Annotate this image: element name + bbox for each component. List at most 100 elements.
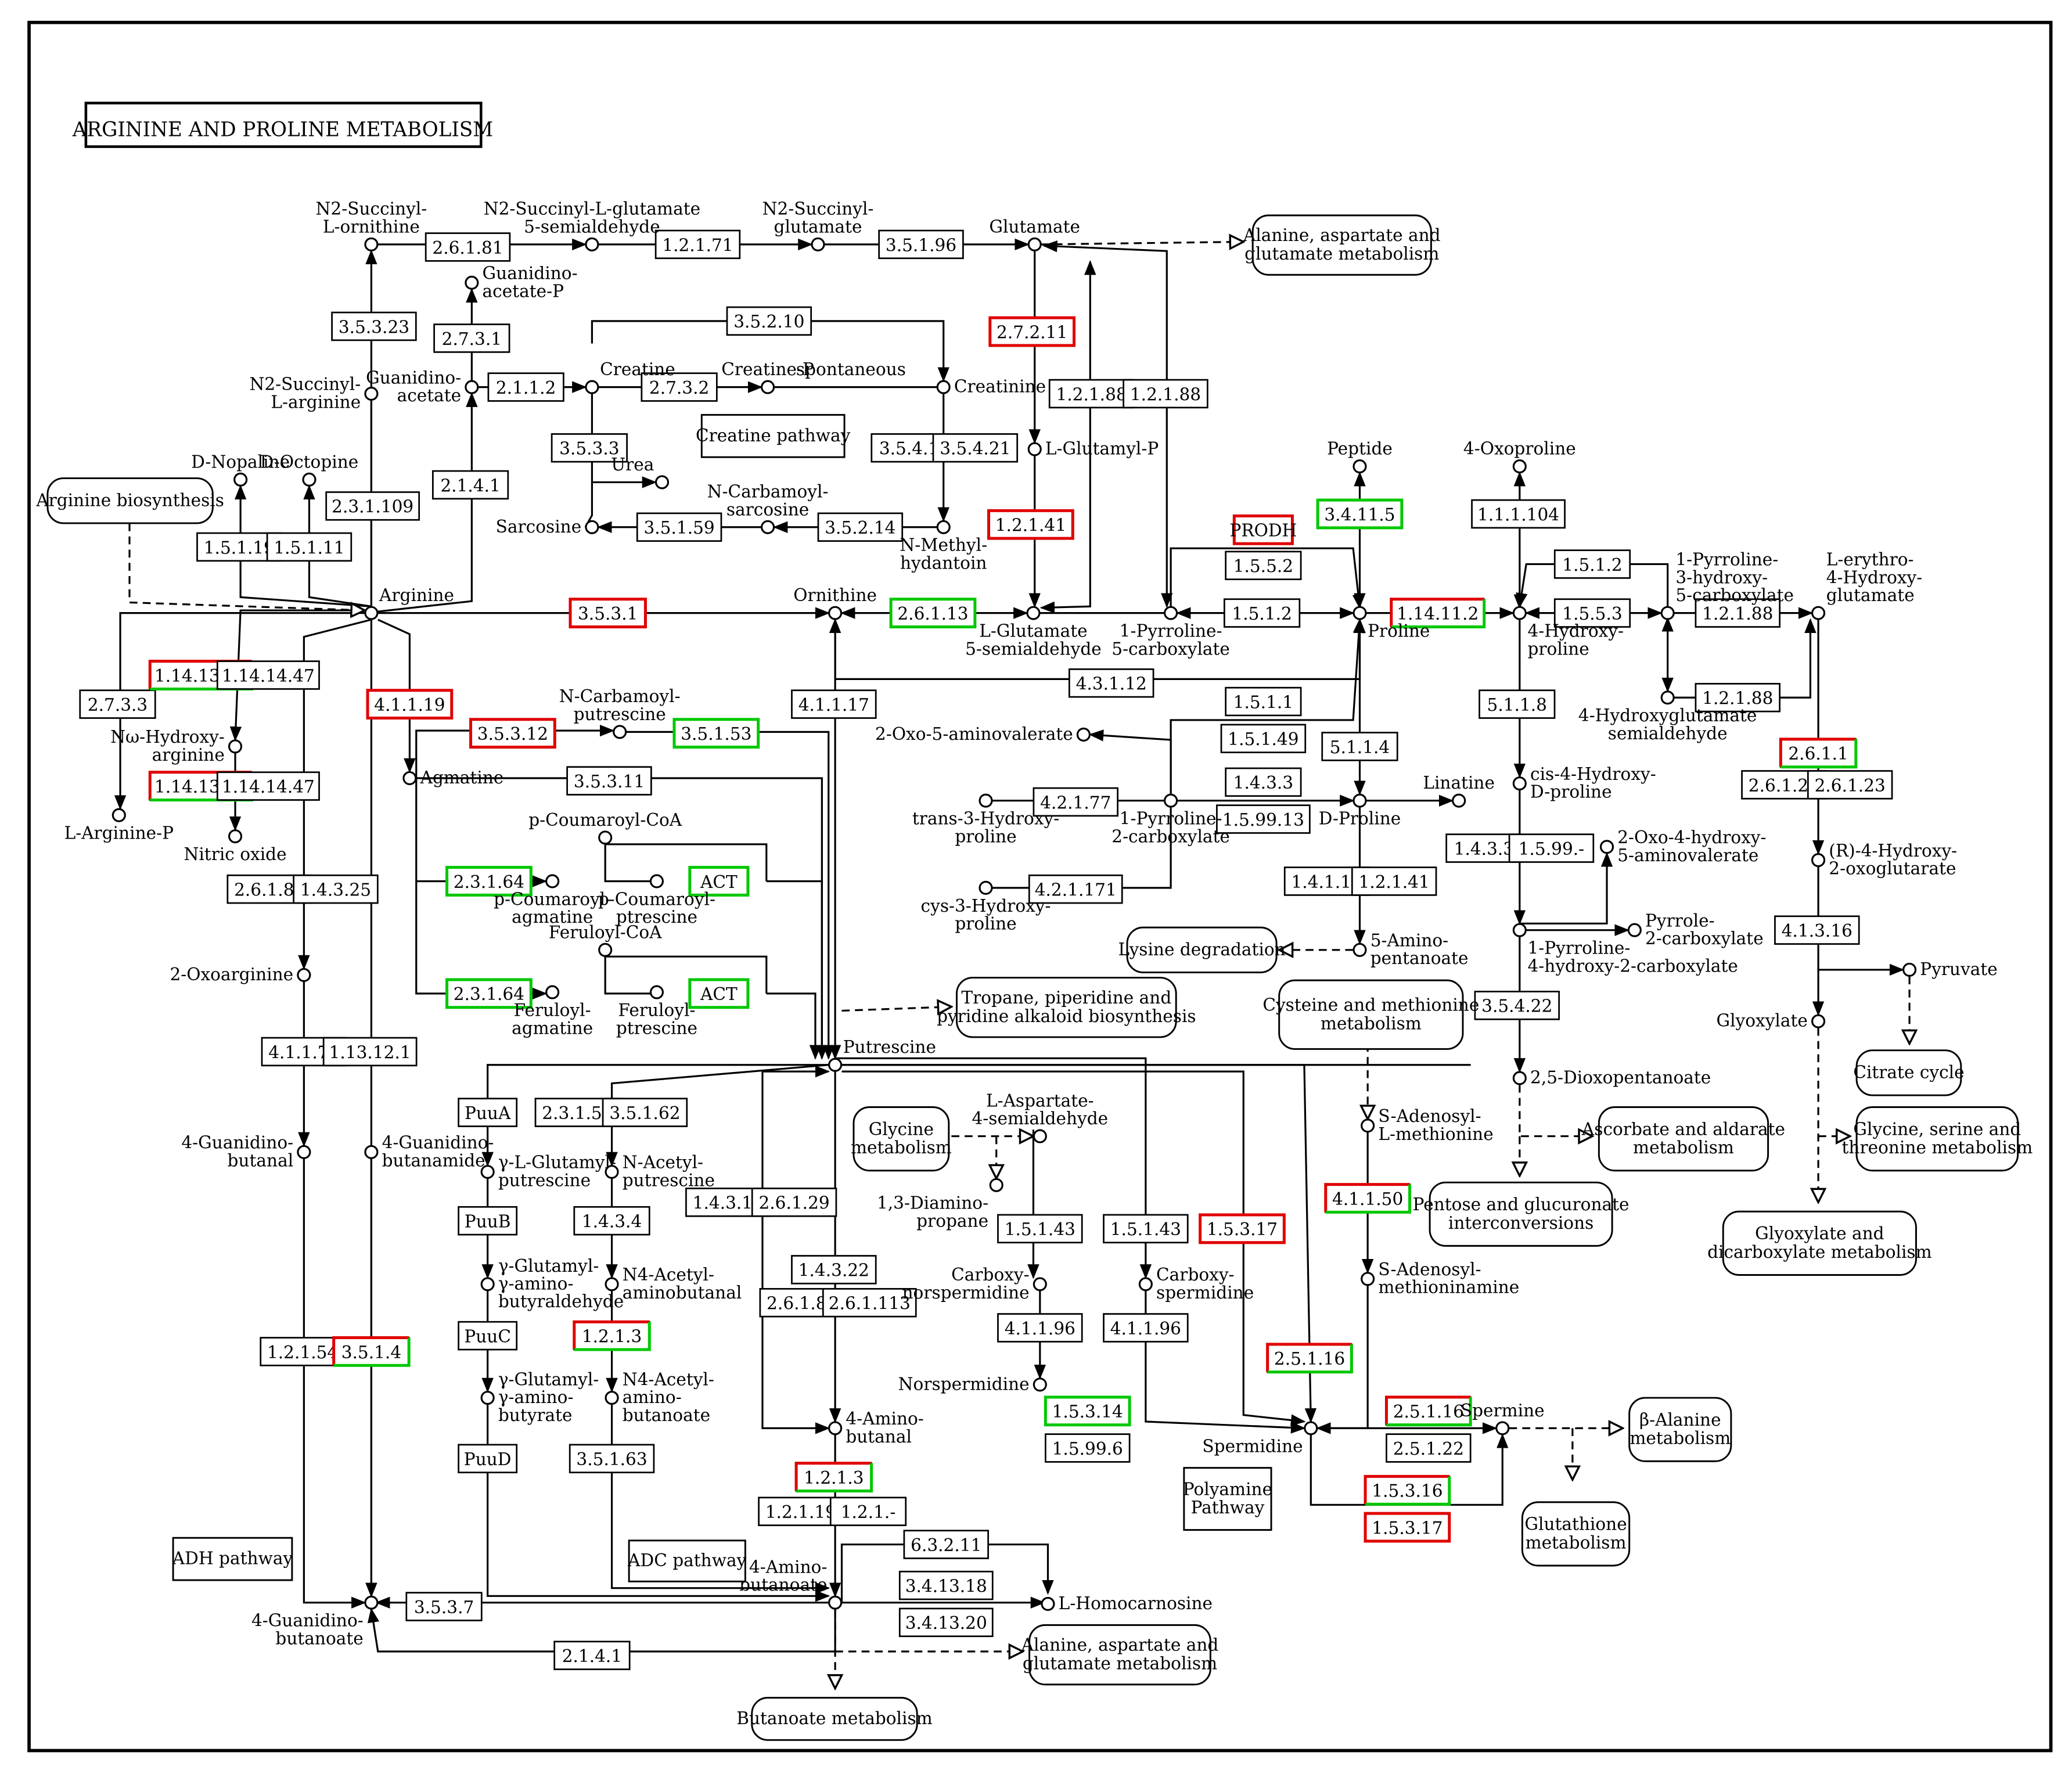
compound-l-glu-p[interactable]: L-Glutamyl-P bbox=[1027, 439, 1159, 459]
compound-p5c[interactable]: 1-Pyrroline-5-carboxylate bbox=[1111, 606, 1230, 659]
compound-node[interactable] bbox=[402, 771, 417, 786]
enzyme-1-5-3-16[interactable]: 1.5.3.16 bbox=[1364, 1474, 1451, 1506]
enzyme-1-2-1[interactable]: 1.2.1.- bbox=[829, 1497, 907, 1526]
compound-node[interactable] bbox=[649, 985, 664, 999]
compound-node[interactable] bbox=[364, 606, 379, 620]
compound-glu-aba[interactable]: γ-Glutamyl-γ-amino-butyraldehyde bbox=[480, 1256, 624, 1311]
enzyme-3-4-13-18[interactable]: 3.4.13.18 bbox=[898, 1570, 994, 1600]
compound-pyruvate[interactable]: Pyruvate bbox=[1902, 959, 1998, 979]
compound-node[interactable] bbox=[480, 1164, 495, 1179]
compound-arginine[interactable]: Arginine bbox=[364, 585, 454, 620]
compound-oxoarginine[interactable]: 2-Oxoarginine bbox=[170, 965, 311, 984]
enzyme-3-5-3-23[interactable]: 3.5.3.23 bbox=[331, 311, 417, 341]
compound-guanbutanoate[interactable]: 4-Guanidino-butanoate bbox=[251, 1595, 379, 1648]
enzyme-3-5-3-12[interactable]: 3.5.3.12 bbox=[469, 718, 556, 749]
compound-aminobutanal[interactable]: 4-Amino-butanal bbox=[828, 1409, 924, 1447]
enzyme-3-5-2-10[interactable]: 3.5.2.10 bbox=[726, 306, 812, 336]
compound-node[interactable] bbox=[465, 275, 479, 290]
enzyme-3-5-3-1[interactable]: 3.5.3.1 bbox=[569, 598, 647, 629]
enzyme-3-5-4-22[interactable]: 3.5.4.22 bbox=[1474, 991, 1560, 1020]
pathway-link-arginine-biosynthesis[interactable]: Arginine biosynthesis bbox=[35, 477, 224, 524]
enzyme-3-5-4-21[interactable]: 3.5.4.21 bbox=[932, 433, 1019, 463]
compound-carb-norsp[interactable]: Carboxy-norspermidine bbox=[902, 1265, 1047, 1303]
compound-node[interactable] bbox=[598, 830, 613, 845]
compound-n4-ac-abt[interactable]: N4-Acetyl-amino-butanoate bbox=[605, 1369, 714, 1425]
compound-node[interactable] bbox=[1660, 690, 1675, 705]
enzyme-2-1-4-1[interactable]: 2.1.4.1 bbox=[553, 1641, 631, 1670]
pathway-link-lysine-degradation[interactable]: Lysine degradation bbox=[1118, 926, 1286, 973]
enzyme-1-2-1-88[interactable]: 1.2.1.88 bbox=[1695, 598, 1781, 628]
compound-node[interactable] bbox=[364, 1595, 379, 1610]
enzyme-1-2-1-88[interactable]: 1.2.1.88 bbox=[1123, 379, 1208, 409]
compound-glu-put[interactable]: γ-L-Glutamyl-putrescine bbox=[480, 1153, 616, 1190]
compound-p-coum-coa[interactable]: p-Coumaroyl-CoA bbox=[528, 810, 682, 845]
compound-node[interactable] bbox=[1041, 1596, 1055, 1611]
enzyme-2-3-1-109[interactable]: 2.3.1.109 bbox=[325, 491, 420, 521]
compound-urea[interactable]: Urea bbox=[611, 455, 670, 490]
compound-spontaneous[interactable]: spontaneous bbox=[796, 359, 906, 379]
compound-node[interactable] bbox=[1512, 776, 1527, 791]
compound-node[interactable] bbox=[1033, 1377, 1047, 1392]
enzyme-1-5-1-43[interactable]: 1.5.1.43 bbox=[1103, 1214, 1189, 1244]
compound-guan-ac-p[interactable]: Guanidino-acetate-P bbox=[465, 264, 578, 301]
enzyme-1-2-1-88[interactable]: 1.2.1.88 bbox=[1695, 682, 1781, 713]
enzyme-1-5-3-17[interactable]: 1.5.3.17 bbox=[1364, 1512, 1451, 1543]
enzyme-2-6-1-23[interactable]: 2.6.1.23 bbox=[1807, 770, 1893, 800]
compound-glutamate[interactable]: Glutamate bbox=[989, 217, 1080, 251]
compound-node[interactable] bbox=[364, 386, 379, 401]
enzyme-2-5-1-16[interactable]: 2.5.1.16 bbox=[1384, 1395, 1472, 1427]
enzyme-1-5-1-43[interactable]: 1.5.1.43 bbox=[997, 1214, 1083, 1244]
enzyme-3-5-1-63[interactable]: 3.5.1.63 bbox=[569, 1444, 655, 1473]
compound-node[interactable] bbox=[1164, 606, 1178, 620]
compound-p-coum-ptr[interactable]: p-Coumaroyl-ptrescine bbox=[598, 874, 715, 927]
compound-fer-ptr[interactable]: Feruloyl-ptrescine bbox=[616, 985, 697, 1038]
compound-node[interactable] bbox=[465, 380, 479, 394]
compound-node[interactable] bbox=[1352, 459, 1367, 474]
enzyme-2-7-3-1[interactable]: 2.7.3.1 bbox=[433, 323, 510, 353]
enzyme-2-1-1-2[interactable]: 2.1.1.2 bbox=[487, 372, 564, 402]
compound-node[interactable] bbox=[585, 380, 599, 394]
enzyme-2-1-4-1[interactable]: 2.1.4.1 bbox=[431, 470, 509, 500]
compound-node[interactable] bbox=[1452, 793, 1466, 808]
compound-node[interactable] bbox=[989, 1178, 1003, 1192]
compound-agmatine[interactable]: Agmatine bbox=[402, 768, 503, 787]
compound-glu-ab[interactable]: γ-Glutamyl-γ-amino-butyrate bbox=[480, 1369, 599, 1425]
compound-ornithine[interactable]: Ornithine bbox=[793, 585, 877, 620]
enzyme-1-2-1-3[interactable]: 1.2.1.3 bbox=[794, 1462, 873, 1492]
enzyme-2-5-1-22[interactable]: 2.5.1.22 bbox=[1386, 1433, 1472, 1463]
compound-node[interactable] bbox=[936, 380, 951, 394]
enzyme-puuc[interactable]: PuuC bbox=[458, 1321, 518, 1351]
enzyme-4-2-1-171[interactable]: 4.2.1.171 bbox=[1028, 874, 1123, 904]
compound-cis-hyp[interactable]: cis-4-Hydroxy-D-proline bbox=[1512, 764, 1656, 802]
enzyme-4-1-1-96[interactable]: 4.1.1.96 bbox=[1103, 1313, 1189, 1343]
compound-d-proline[interactable]: D-Proline bbox=[1319, 793, 1401, 829]
enzyme-4-2-1-77[interactable]: 4.2.1.77 bbox=[1033, 787, 1118, 817]
compound-node[interactable] bbox=[761, 380, 775, 394]
compound-node[interactable] bbox=[1026, 606, 1041, 620]
enzyme-1-5-3-14[interactable]: 1.5.3.14 bbox=[1044, 1395, 1131, 1427]
compound-node[interactable] bbox=[1512, 1071, 1527, 1085]
compound-node[interactable] bbox=[654, 475, 670, 490]
pathway-link-butanoate-metabolism[interactable]: Butanoate metabolism bbox=[736, 1697, 933, 1741]
compound-spermine[interactable]: Spermine bbox=[1461, 1401, 1545, 1436]
compound-l-ery-hg[interactable]: L-erythro-4-Hydroxy-glutamate bbox=[1811, 550, 1923, 620]
enzyme-act[interactable]: ACT bbox=[688, 866, 750, 897]
enzyme-5-1-1-8[interactable]: 5.1.1.8 bbox=[1479, 689, 1556, 719]
enzyme-1-5-99[interactable]: 1.5.99.- bbox=[1508, 833, 1595, 863]
enzyme-1-5-1-1[interactable]: 1.5.1.1 bbox=[1225, 686, 1302, 717]
compound-spermidine[interactable]: Spermidine bbox=[1202, 1421, 1318, 1456]
compound-node[interactable] bbox=[828, 1595, 843, 1610]
enzyme-4-1-1-17[interactable]: 4.1.1.17 bbox=[791, 689, 877, 719]
compound-cys3hyp[interactable]: cys-3-Hydroxy-proline bbox=[921, 880, 1051, 934]
enzyme-3-4-13-20[interactable]: 3.4.13.20 bbox=[898, 1607, 994, 1638]
enzyme-act[interactable]: ACT bbox=[688, 978, 750, 1009]
compound-node[interactable] bbox=[228, 739, 243, 754]
enzyme-2-5-1-16[interactable]: 2.5.1.16 bbox=[1266, 1343, 1353, 1374]
compound-pyrrole2c[interactable]: Pyrrole-2-carboxylate bbox=[1627, 911, 1764, 948]
enzyme-2-6-1-81[interactable]: 2.6.1.81 bbox=[425, 232, 511, 262]
